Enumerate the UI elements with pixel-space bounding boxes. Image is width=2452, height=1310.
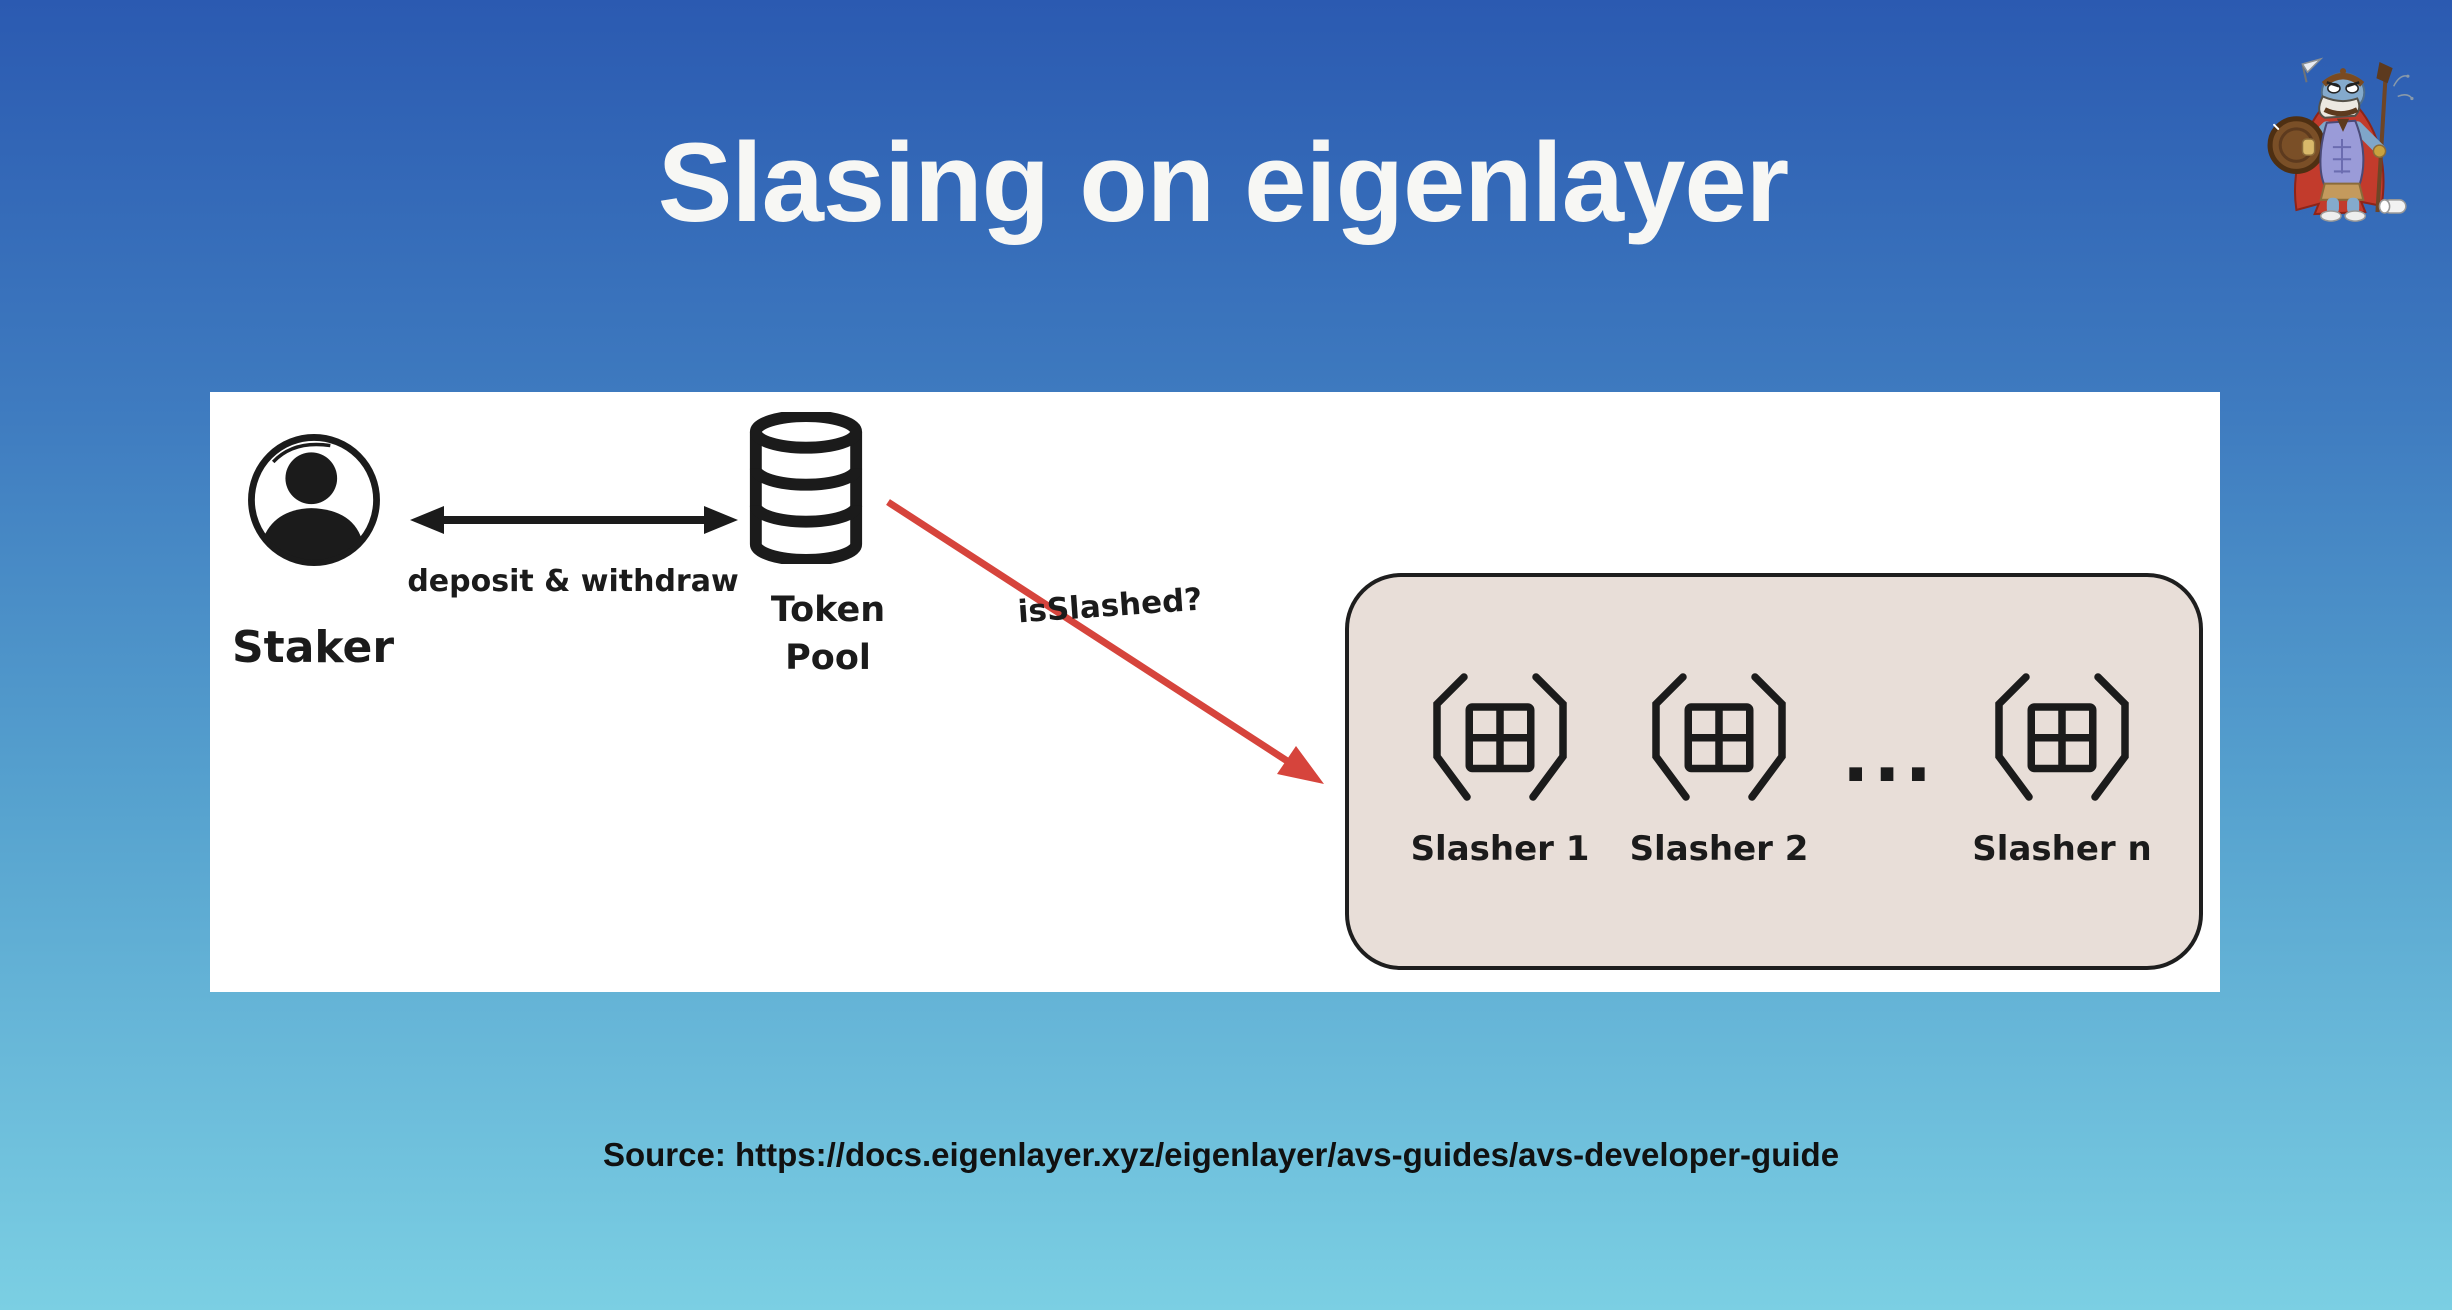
contract-icon xyxy=(1995,673,2129,801)
slasher-label: Slasher n xyxy=(1972,829,2152,869)
red-diagonal-arrow-icon xyxy=(886,499,1324,784)
contract-icon xyxy=(1433,673,1567,801)
page-title: Slasing on eigenlayer xyxy=(657,120,1789,245)
slasher-item-2: Slasher 2 xyxy=(1630,577,1808,966)
slasher-group-box: Slasher 1 Slasher 2 ... xyxy=(1345,573,2203,970)
token-pool-label-line1: Token xyxy=(770,590,886,630)
database-icon xyxy=(749,412,863,564)
source-text: Source: https://docs.eigenlayer.xyz/eige… xyxy=(602,1136,1840,1173)
ellipsis-label: ... xyxy=(1841,714,1937,798)
token-pool-label-line2: Pool xyxy=(785,638,871,678)
mascot-image xyxy=(2267,57,2414,222)
diagram-panel: Staker deposit & withdraw Token Pool isS… xyxy=(210,392,2220,992)
contract-icon xyxy=(1652,673,1786,801)
token-pool-label: Token Pool xyxy=(771,586,885,682)
user-avatar-icon xyxy=(248,434,380,566)
slasher-label: Slasher 2 xyxy=(1629,829,1809,869)
slasher-item-1: Slasher 1 xyxy=(1411,577,1589,966)
slasher-label: Slasher 1 xyxy=(1410,829,1590,869)
staker-label: Staker xyxy=(231,622,395,673)
deposit-withdraw-label: deposit & withdraw xyxy=(407,564,739,599)
slasher-item-n: Slasher n xyxy=(1972,577,2152,966)
double-headed-arrow-icon xyxy=(410,506,738,534)
